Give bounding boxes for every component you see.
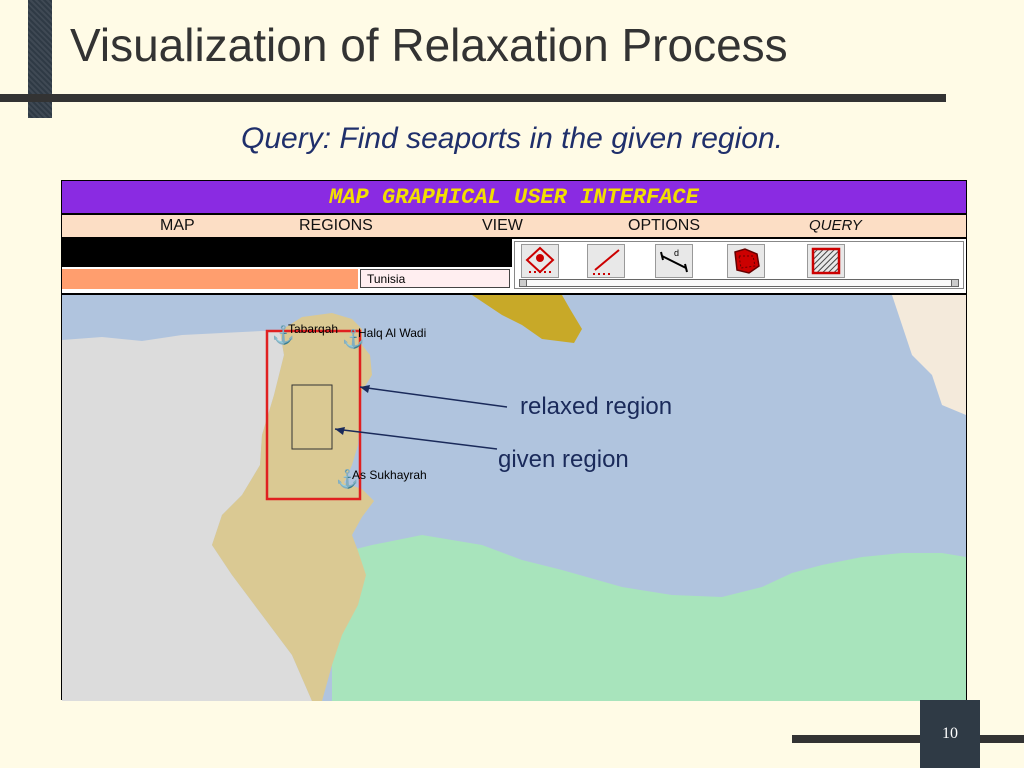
relaxed-region-arrow (359, 385, 508, 408)
seaport-icon[interactable]: ⚓ Tabarqah (272, 322, 338, 345)
given-region-arrow (334, 427, 498, 450)
port-label-tabarqah: Tabarqah (288, 322, 338, 336)
seaport-icon[interactable]: ⚓ As Sukhayrah (336, 468, 427, 489)
algeria-landmass (62, 331, 312, 701)
menu-options[interactable]: OPTIONS (628, 217, 701, 234)
line-query-icon[interactable] (587, 244, 625, 278)
sicily-landmass (472, 295, 582, 343)
menu-query[interactable]: QUERY (809, 217, 862, 234)
footer-line (792, 735, 1024, 743)
menu-view[interactable]: VIEW (482, 217, 523, 234)
gui-title: MAP GRAPHICAL USER INTERFACE (329, 184, 699, 210)
svg-text:⚓: ⚓ (336, 468, 358, 489)
greece-landmass (892, 295, 966, 415)
tool-scrollbar[interactable] (519, 279, 959, 287)
svg-text:⚓: ⚓ (342, 328, 364, 349)
given-region-rect (291, 384, 333, 450)
gui-title-bar: MAP GRAPHICAL USER INTERFACE (62, 181, 966, 215)
toolbar: Tunisia d (62, 239, 966, 291)
scroll-left-stop[interactable] (520, 280, 527, 286)
title-underline (0, 94, 946, 102)
port-label-halq-al-wadi: Halq Al Wadi (358, 326, 426, 340)
relaxed-region-label: relaxed region (520, 393, 673, 420)
toolbar-color-bar (62, 269, 358, 289)
seaport-query-icon[interactable] (521, 244, 559, 278)
hatched-region-icon[interactable] (807, 244, 845, 278)
map-canvas[interactable]: ⚓ Tabarqah ⚓ Halq Al Wadi ⚓ As Sukhayrah (62, 293, 966, 701)
svg-text:d: d (674, 248, 679, 258)
tunisia-landmass (212, 313, 374, 701)
tool-palette: d (514, 241, 964, 289)
scroll-right-stop[interactable] (951, 280, 958, 286)
map-gui-window: MAP GRAPHICAL USER INTERFACE MAP REGIONS… (61, 180, 967, 701)
toolbar-status-area (62, 239, 512, 267)
region-name-field[interactable]: Tunisia (360, 269, 510, 288)
page-number: 10 (920, 700, 980, 768)
distance-icon[interactable]: d (655, 244, 693, 278)
relaxed-region-rect (265, 329, 362, 501)
given-region-label: given region (498, 446, 629, 473)
libya-landmass (332, 535, 966, 701)
page-number-text: 10 (942, 725, 958, 742)
menu-regions[interactable]: REGIONS (299, 217, 373, 234)
region-fill-icon[interactable] (727, 244, 765, 278)
menu-bar: MAP REGIONS VIEW OPTIONS QUERY (62, 215, 966, 239)
slide-title: Visualization of Relaxation Process (70, 19, 788, 71)
port-label-as-sukhayrah: As Sukhayrah (352, 468, 427, 482)
menu-map[interactable]: MAP (160, 217, 195, 234)
seaport-icon[interactable]: ⚓ Halq Al Wadi (342, 326, 426, 349)
slide-subtitle: Query: Find seaports in the given region… (241, 122, 783, 155)
svg-text:⚓: ⚓ (272, 324, 294, 345)
